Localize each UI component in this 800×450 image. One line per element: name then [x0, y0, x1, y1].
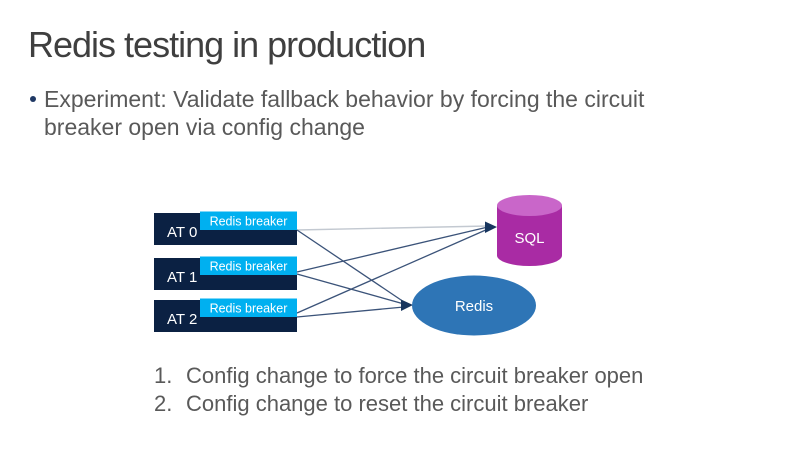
- list-item: 1. Config change to force the circuit br…: [154, 362, 643, 390]
- breaker-box: [200, 256, 297, 275]
- cylinder-top: [497, 195, 562, 216]
- app-label: AT 0: [167, 224, 197, 241]
- arrowhead-to-sql: [485, 221, 497, 233]
- connector-at0-sql: [296, 225, 489, 231]
- breaker-label: Redis breaker: [210, 260, 288, 274]
- sql-label: SQL: [514, 230, 544, 247]
- redis-label: Redis: [455, 298, 493, 315]
- slide-title: Redis testing in production: [28, 24, 426, 65]
- breaker-box: [200, 298, 297, 317]
- app-label: AT 2: [167, 311, 197, 328]
- bullet-line-2: breaker open via config change: [44, 114, 365, 140]
- redis-ellipse: [412, 275, 536, 336]
- cylinder-body: [497, 205, 562, 266]
- bullet-item: Experiment: Validate fallback behavior b…: [30, 85, 644, 141]
- breaker-box: [200, 211, 297, 230]
- app-label: AT 1: [167, 269, 197, 286]
- bullet-dot: [30, 96, 36, 102]
- breaker-label: Redis breaker: [210, 215, 288, 229]
- app-node-at2: AT 2 Redis breaker: [154, 298, 297, 332]
- connector-lines: [296, 221, 497, 318]
- architecture-diagram: AT 0 Redis breaker AT 1 Redis breaker AT…: [154, 195, 562, 336]
- arrowhead-to-redis: [401, 299, 413, 311]
- bullet-line-1: Experiment: Validate fallback behavior b…: [44, 86, 645, 112]
- connector-at0-redis: [296, 229, 405, 303]
- list-item-number: 2.: [154, 391, 173, 416]
- app-node-at0: AT 0 Redis breaker: [154, 211, 297, 245]
- list-item-number: 1.: [154, 363, 173, 388]
- numbered-list: 1. Config change to force the circuit br…: [154, 362, 643, 418]
- connector-at2-redis: [296, 306, 405, 318]
- list-item: 2. Config change to reset the circuit br…: [154, 390, 643, 418]
- connector-at2-sql: [296, 228, 489, 314]
- bullet-text: Experiment: Validate fallback behavior b…: [44, 85, 644, 141]
- list-item-text: Config change to reset the circuit break…: [186, 391, 589, 416]
- connector-at1-sql: [296, 226, 489, 273]
- breaker-label: Redis breaker: [210, 302, 288, 316]
- sql-database-cylinder: SQL: [497, 195, 562, 266]
- app-node-at1: AT 1 Redis breaker: [154, 256, 297, 290]
- list-item-text: Config change to force the circuit break…: [186, 363, 644, 388]
- redis-node: Redis: [412, 275, 536, 336]
